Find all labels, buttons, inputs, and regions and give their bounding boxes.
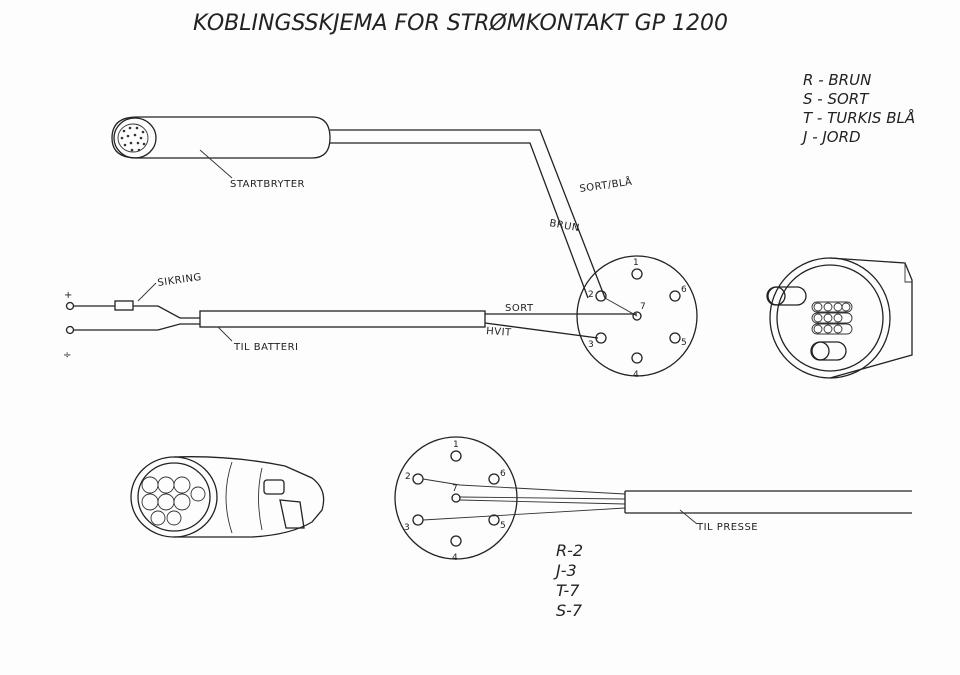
legend-entry: R - BRUN bbox=[803, 71, 871, 89]
pin-label: 5 bbox=[681, 338, 687, 348]
pin-label: 1 bbox=[453, 440, 459, 450]
sort-bla-label: SORT/BLÅ bbox=[579, 175, 633, 195]
diagram-title: KOBLINGSSKJEMA FOR STRØMKONTAKT GP 1200 bbox=[193, 11, 728, 36]
legend-entry: J - JORD bbox=[800, 128, 861, 146]
socket-bottom: 1 2 3 4 5 6 7 TIL PRESSE bbox=[394, 436, 912, 563]
pin-label: 7 bbox=[640, 302, 646, 312]
brun-label: BRUN bbox=[548, 218, 580, 234]
fuse bbox=[114, 300, 134, 311]
plug-perspective bbox=[130, 456, 325, 538]
pin-label: 5 bbox=[500, 521, 506, 531]
wiring-entry: R-2 bbox=[556, 541, 583, 560]
pin-label: 3 bbox=[404, 523, 410, 533]
socket-top: 1 2 3 4 5 6 7 bbox=[576, 255, 698, 380]
pin-label: 3 bbox=[588, 340, 594, 350]
legend-entry: S - SORT bbox=[803, 90, 870, 108]
pin-label: 4 bbox=[633, 370, 639, 380]
sort-wire-label: SORT bbox=[505, 303, 534, 314]
wiring-entry: S-7 bbox=[556, 601, 583, 620]
til-batteri-label: TIL BATTERI bbox=[233, 342, 299, 353]
pin-label: 6 bbox=[500, 469, 506, 479]
battery-cable bbox=[199, 310, 486, 328]
wiring-entry: T-7 bbox=[556, 581, 580, 600]
legend-entry: T - TURKIS BLÅ bbox=[803, 108, 915, 127]
startbryter-label: STARTBRYTER bbox=[230, 179, 305, 190]
pin-label: 2 bbox=[588, 290, 594, 300]
wiring-entry: J-3 bbox=[553, 561, 577, 580]
hvit-wire-label: HVIT bbox=[486, 326, 513, 339]
pin-label: 1 bbox=[633, 258, 639, 268]
battery-wiring: + ÷ SIKRING SORT HVIT TIL BATTERI bbox=[63, 272, 637, 361]
start-switch: STARTBRYTER SORT/BLÅ BRUN bbox=[111, 116, 633, 299]
pin-label: 2 bbox=[405, 472, 411, 482]
color-legend: R - BRUN S - SORT T - TURKIS BLÅ J - JOR… bbox=[800, 71, 915, 146]
pin-label: 4 bbox=[452, 553, 458, 563]
plus-terminal-label: + bbox=[64, 290, 73, 301]
til-presse-label: TIL PRESSE bbox=[696, 522, 758, 533]
sikring-label: SIKRING bbox=[157, 272, 203, 289]
minus-terminal-label: ÷ bbox=[63, 350, 72, 361]
socket-perspective bbox=[766, 257, 913, 379]
wiring-list: R-2 J-3 T-7 S-7 bbox=[553, 541, 583, 620]
positive-terminal bbox=[65, 301, 75, 311]
pin-label: 7 bbox=[452, 484, 458, 494]
pin-label: 6 bbox=[681, 285, 687, 295]
negative-terminal bbox=[65, 325, 75, 335]
